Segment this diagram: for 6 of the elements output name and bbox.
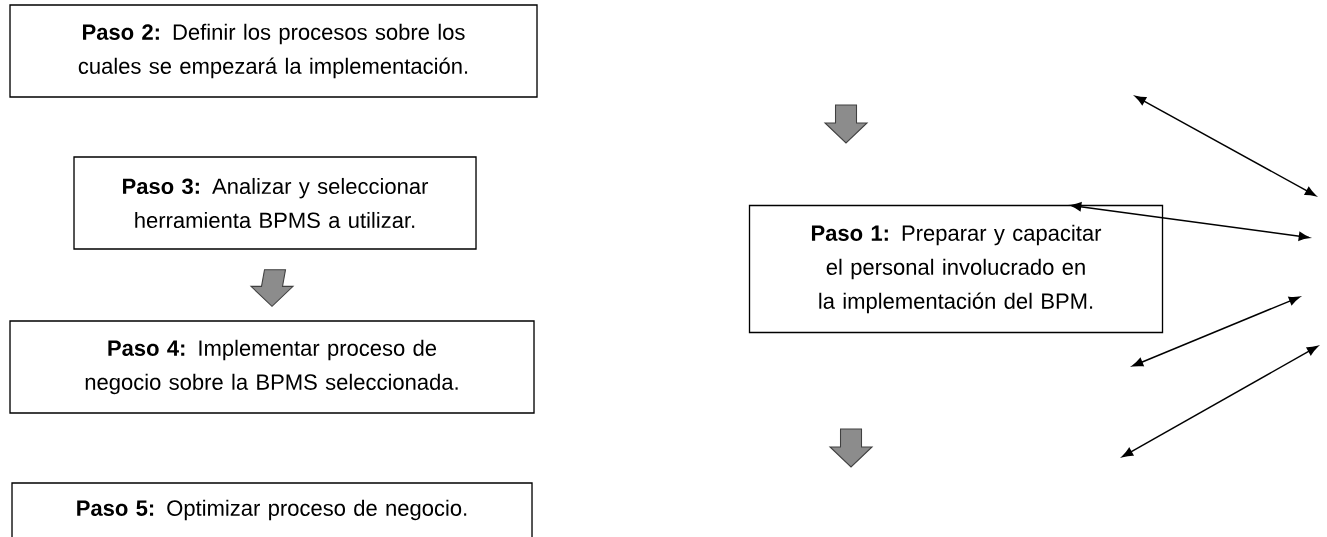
step-box: Paso 4: Implementar proceso de negocio sobre la BPMS seleccionada. bbox=[9, 320, 535, 414]
step-box: Paso 3: Analizar y seleccionar herramienta BPMS a utilizar. bbox=[73, 156, 477, 250]
block-arrow bbox=[249, 269, 295, 308]
step-box: Paso 1: Preparar y capacitar el personal involucrado en la implementación del BPM. bbox=[748, 204, 1164, 334]
step-box: Paso 5: Optimizar proceso de negocio. bbox=[11, 482, 533, 537]
step-box: Paso 2: Definir los procesos sobre los cuales se empezará la implementación. bbox=[9, 4, 538, 98]
